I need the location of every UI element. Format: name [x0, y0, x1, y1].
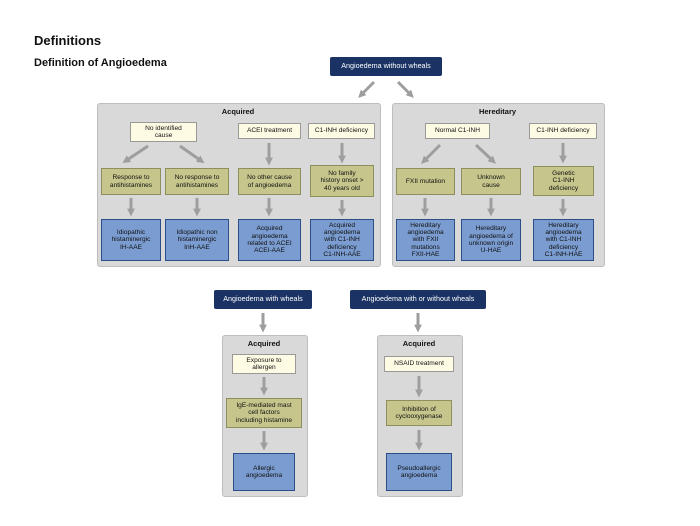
box-exposure-allergen: Exposure to allergen	[232, 354, 296, 374]
box-allergic-angioedema: Allergic angioedema	[233, 453, 295, 491]
box-unknown-cause: Unknown cause	[461, 168, 521, 195]
header-with-or-without-wheals: Angioedema with or without wheals	[350, 290, 486, 309]
arrow-to-acquired	[358, 80, 376, 98]
box-c1inh-deficiency-acquired: C1-INH deficiency	[308, 123, 375, 139]
box-inh-aae: Idiopathic non histaminergic InH-AAE	[165, 219, 229, 261]
hereditary-panel-title: Hereditary	[478, 107, 517, 116]
header-without-wheals: Angioedema without wheals	[330, 57, 442, 76]
box-no-family-history: No family history onset > 40 years old	[310, 165, 374, 197]
arrow-to-hereditary	[396, 80, 414, 98]
box-acei-aae: Acquired angioedema related to ACEI ACEI…	[238, 219, 301, 261]
arrow-no-cause-to-no-response	[179, 144, 205, 164]
box-u-hae: Hereditary angioedema of unknown origin …	[461, 219, 521, 261]
box-no-other-cause: No other cause of angioedema	[238, 168, 301, 195]
arrow-normal-to-unknown	[474, 143, 496, 164]
box-ige-mediated: IgE-mediated mast cell factors including…	[226, 398, 302, 428]
box-c1inh-hae: Hereditary angioedema with C1-INH defici…	[533, 219, 594, 261]
arrow-no-cause-to-response	[122, 144, 149, 164]
box-inhibition-cyclooxygenase: Inhibition of cyclooxygenase	[386, 400, 452, 426]
box-acei-treatment: ACEI treatment	[238, 123, 301, 139]
nsaid-panel-title: Acquired	[402, 339, 436, 348]
box-genetic-c1inh: Genetic C1-INH deficiency	[533, 166, 594, 196]
box-response-antihistamines: Response to antihistamines	[101, 168, 161, 195]
acquired-panel-title: Acquired	[221, 107, 255, 116]
box-fxii-hae: Hereditary angioedema with FXII mutation…	[396, 219, 455, 261]
box-no-identified-cause: No identified cause	[130, 122, 197, 142]
page-subtitle: Definition of Angioedema	[34, 57, 167, 69]
box-c1inh-aae: Acquired angioedema with C1-INH deficien…	[310, 219, 374, 261]
box-ih-aae: Idiopathic histaminergic IH-AAE	[101, 219, 161, 261]
box-fxii-mutation: FXII mutation	[396, 168, 455, 195]
box-nsaid-treatment: NSAID treatment	[384, 356, 454, 372]
box-normal-c1inh: Normal C1-INH	[425, 123, 490, 139]
box-pseudoallergic-angioedema: Pseudoallergic angioedema	[386, 453, 452, 491]
allergic-panel-title: Acquired	[247, 339, 281, 348]
page-title: Definitions	[34, 33, 102, 48]
box-c1inh-deficiency-hereditary: C1-INH deficiency	[529, 123, 597, 139]
header-with-wheals: Angioedema with wheals	[214, 290, 312, 309]
arrow-normal-to-fxii	[421, 143, 442, 164]
box-no-response-antihistamines: No response to antihistamines	[165, 168, 229, 195]
